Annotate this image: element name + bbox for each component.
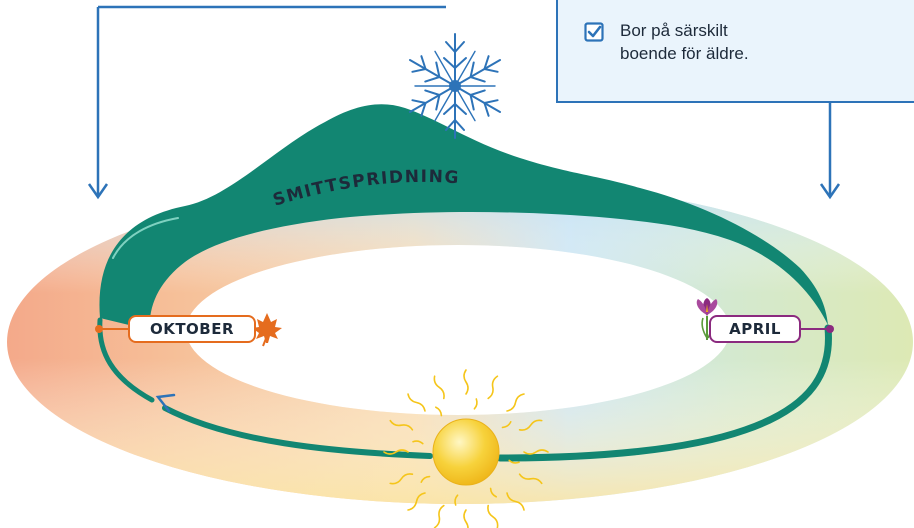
checkbox-checked-icon: [584, 22, 604, 42]
return-arrow-icon: [155, 393, 176, 413]
left-arrow: [87, 5, 446, 200]
sun-rays: [383, 369, 549, 528]
infection-hill: [99, 104, 828, 330]
snowflake-icon: [408, 33, 502, 139]
october-connector: [95, 325, 130, 333]
season-ring-winter-tint: [7, 180, 913, 504]
october-label: OKTOBER: [128, 315, 256, 343]
info-line-2: boende för äldre.: [620, 44, 749, 63]
infection-hill-highlight: [112, 217, 179, 259]
april-label: APRIL: [709, 315, 801, 343]
info-text: Bor på särskilt boende för äldre.: [620, 19, 840, 65]
april-connector: [799, 325, 834, 333]
info-box: Bor på särskilt boende för äldre.: [556, 0, 914, 103]
maple-leaf-icon: [252, 313, 282, 347]
cycle-path: [496, 324, 832, 462]
info-line-1: Bor på särskilt: [620, 21, 728, 40]
right-arrow: [819, 103, 841, 200]
sun-icon: [383, 369, 549, 528]
